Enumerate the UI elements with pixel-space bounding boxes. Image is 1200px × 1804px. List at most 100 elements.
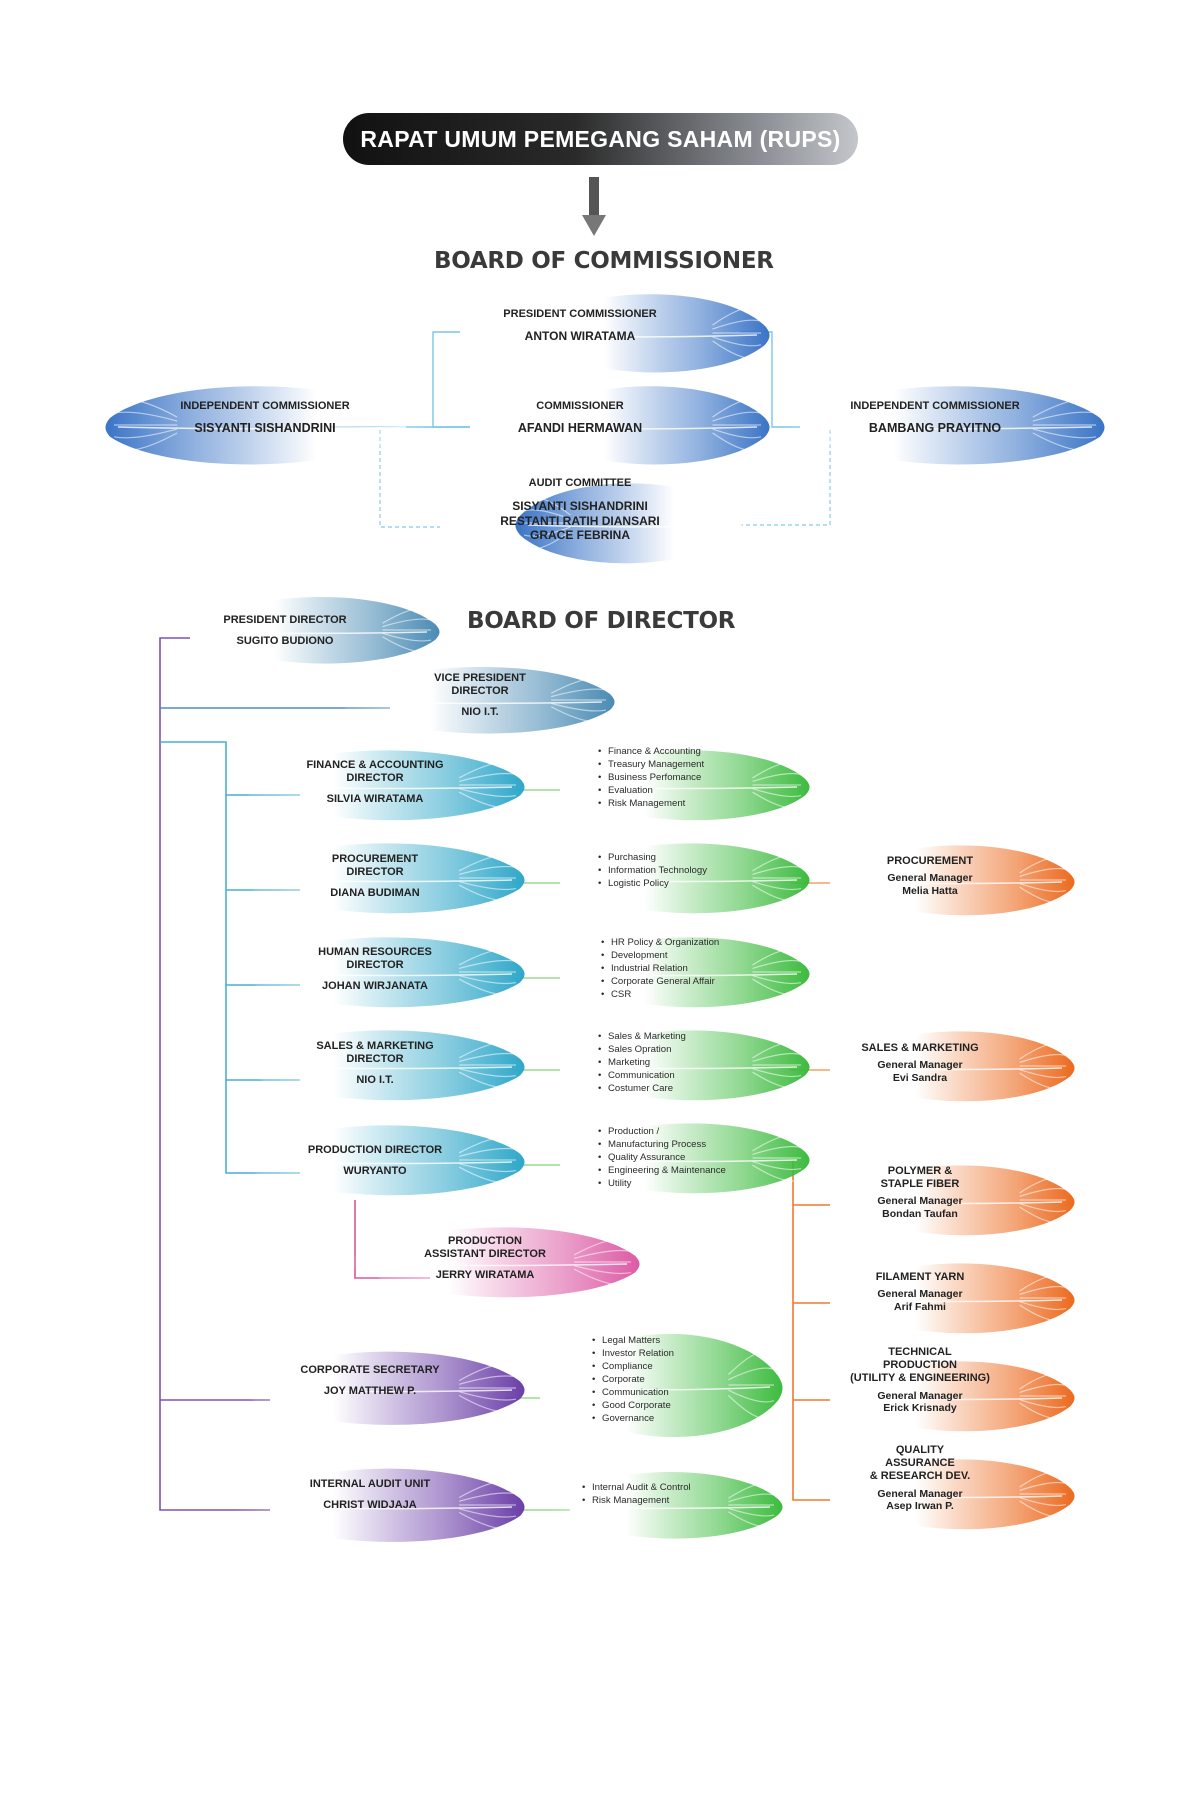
node-title: DIRECTOR: [346, 866, 404, 879]
feather-barb: [573, 1264, 632, 1275]
president-director-node: PRESIDENT DIRECTOR SUGITO BUDIONO: [200, 614, 370, 648]
feather-barb: [573, 1249, 632, 1260]
feather-shape: [830, 1361, 1075, 1432]
feather-gm-quality: [830, 1459, 1075, 1530]
feather-barb: [458, 1375, 517, 1385]
feather-barb: [1019, 1274, 1067, 1292]
node-role: General Manager: [877, 1389, 963, 1402]
feather-gm-technical: [830, 1361, 1075, 1432]
feather-corporate-secretary: [230, 1351, 525, 1425]
feather-barb: [752, 974, 802, 985]
feather-internal-audit: [230, 1468, 525, 1542]
node-title: PRESIDENT DIRECTOR: [223, 614, 347, 626]
feather-barb: [458, 884, 517, 902]
node-name: SILVIA WIRATAMA: [326, 793, 424, 806]
node-title: DIRECTOR: [451, 685, 509, 698]
list-item: Quality Assurance: [598, 1152, 726, 1165]
corporate-secretary-duties-list: Legal Matters Investor Relation Complian…: [592, 1335, 674, 1426]
node-name: Evi Sandra: [892, 1071, 948, 1084]
feather-barb: [712, 398, 762, 418]
board-of-commissioner-title: BOARD OF COMMISSIONER: [434, 248, 774, 274]
list-item: Risk Management: [598, 798, 704, 811]
feather-barb: [1032, 428, 1097, 439]
vice-president-director-node: VICE PRESIDENT DIRECTOR NIO I.T.: [400, 672, 560, 720]
feather-barb: [1019, 1496, 1067, 1507]
feather-barb: [752, 948, 802, 966]
feather-barb: [458, 1067, 517, 1078]
list-item: Utility: [598, 1178, 726, 1191]
feather-barb: [458, 1136, 517, 1154]
list-item: Production /: [598, 1126, 726, 1139]
feather-independent-left: [105, 386, 430, 465]
feather-barb: [712, 432, 762, 452]
node-title: INTERNAL AUDIT UNIT: [309, 1478, 431, 1490]
feather-shaft: [533, 426, 758, 430]
feather-barb: [1019, 867, 1067, 878]
feather-shaft: [251, 1066, 513, 1070]
feather-barb: [1032, 411, 1097, 422]
feather-barb: [1019, 1053, 1067, 1064]
list-item: Corporate: [592, 1374, 674, 1387]
feather-shape: [230, 843, 525, 914]
list-item: Engineering & Maintenance: [598, 1165, 726, 1178]
list-item: Sales & Marketing: [598, 1031, 686, 1044]
feather-barb: [523, 526, 571, 537]
feather-barb: [728, 1511, 775, 1528]
feather-barb: [458, 1508, 517, 1518]
feather-barb: [728, 1367, 775, 1381]
feather-barb: [113, 428, 178, 439]
feather-shape: [330, 666, 615, 734]
feather-barb: [458, 1166, 517, 1184]
feather-shape: [830, 1459, 1075, 1530]
feather-shape: [230, 1468, 525, 1542]
feather-barb: [752, 978, 802, 996]
feather-barb: [1019, 1383, 1067, 1394]
list-item: Business Perfomance: [598, 772, 704, 785]
list-item: Evaluation: [598, 785, 704, 798]
feather-barb: [382, 618, 432, 628]
feather-gm-filament: [830, 1263, 1075, 1334]
feather-barb: [752, 854, 802, 872]
node-name: NIO I.T.: [356, 1074, 394, 1087]
list-item: Purchasing: [598, 852, 707, 865]
sales-duties-list: Sales & Marketing Sales Opration Marketi…: [598, 1031, 686, 1096]
feather-shaft: [251, 973, 513, 977]
finance-duties-list: Finance & Accounting Treasury Management…: [598, 746, 704, 811]
feather-shaft: [847, 1299, 1063, 1303]
feather-barb: [1019, 1398, 1067, 1409]
node-role: General Manager: [877, 1059, 963, 1072]
node-name: Bondan Taufan: [882, 1207, 958, 1220]
feather-barb: [458, 1480, 517, 1499]
feather-barb: [712, 336, 762, 347]
feather-barb: [1019, 1372, 1067, 1390]
feather-barb: [523, 509, 571, 520]
feather-barb: [458, 1162, 517, 1173]
list-item: Governance: [592, 1413, 674, 1426]
feather-shaft: [251, 1389, 513, 1393]
node-title: PRESIDENT COMMISSIONER: [503, 308, 657, 320]
node-name: NIO I.T.: [461, 706, 499, 719]
feather-shape: [230, 937, 525, 1008]
feather-barb: [712, 340, 762, 360]
list-item: Communication: [592, 1387, 674, 1400]
feather-barb: [1019, 1300, 1067, 1311]
feather-barb: [728, 1493, 775, 1503]
feather-vice-president: [330, 666, 615, 734]
list-item: Investor Relation: [592, 1348, 674, 1361]
feather-barb: [712, 306, 762, 326]
feather-barb: [458, 1052, 517, 1063]
list-item: Costumer Care: [598, 1083, 686, 1096]
node-title: FINANCE & ACCOUNTING: [306, 759, 444, 771]
feather-barb: [1019, 882, 1067, 893]
feather-barb: [458, 854, 517, 872]
feather-audit-committee: [515, 483, 760, 564]
feather-independent-right: [780, 386, 1105, 465]
feather-barb: [458, 1041, 517, 1059]
node-title: DIRECTOR: [346, 959, 404, 972]
feather-barb: [458, 1394, 517, 1413]
feather-barb: [458, 1492, 517, 1502]
feather-barb: [458, 959, 517, 970]
feather-barb: [1032, 398, 1097, 418]
feather-shaft: [847, 881, 1063, 885]
feather-barb: [458, 1071, 517, 1089]
